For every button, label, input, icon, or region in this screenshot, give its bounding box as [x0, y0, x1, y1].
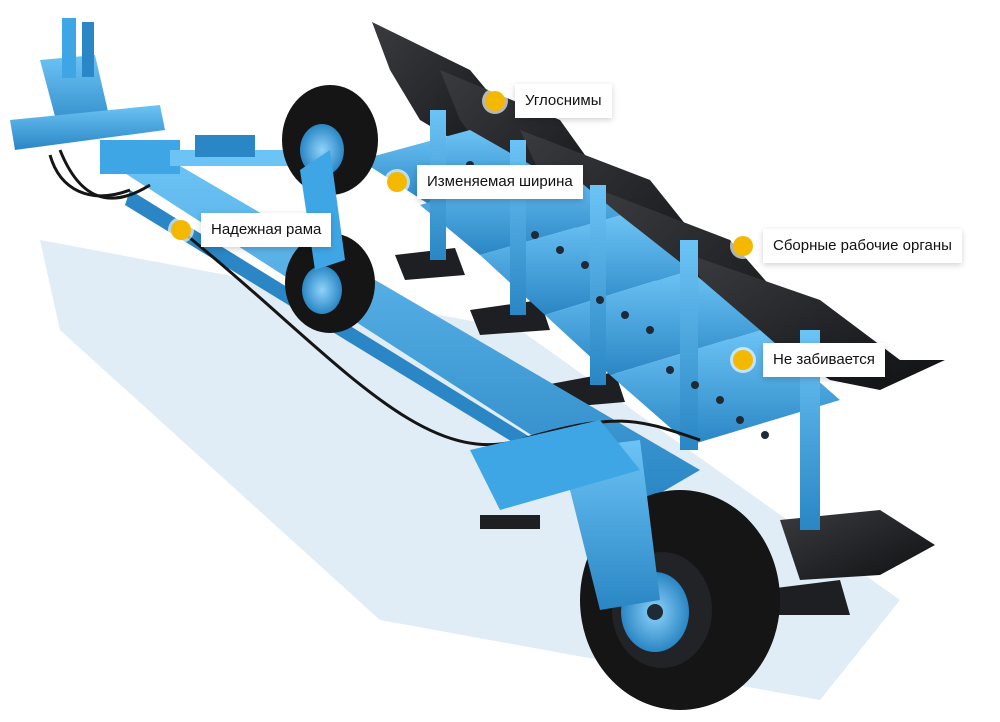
hotspot-label: Надежная рама — [201, 213, 332, 247]
hotspot-label: Углоснимы — [515, 84, 612, 118]
hotspot-marker-icon — [171, 220, 191, 240]
hotspot-no-clogging[interactable]: Не забивается — [733, 343, 885, 377]
hotspot-variable-width[interactable]: Изменяемая ширина — [387, 165, 583, 199]
headstock — [10, 18, 350, 200]
hotspot-corner-shovels[interactable]: Углоснимы — [485, 84, 612, 118]
hotspot-marker-icon — [485, 91, 505, 111]
hotspot-marker-icon — [733, 350, 753, 370]
hotspot-label: Сборные рабочие органы — [763, 229, 962, 263]
hotspot-modular-tools[interactable]: Сборные рабочие органы — [733, 229, 962, 263]
hotspot-marker-icon — [733, 236, 753, 256]
transport-wheel — [470, 420, 780, 710]
hotspot-label: Изменяемая ширина — [417, 165, 583, 199]
hydraulic-hose — [179, 228, 701, 447]
hotspot-label: Не забивается — [763, 343, 885, 377]
hotspot-reliable-frame[interactable]: Надежная рама — [171, 213, 332, 247]
depth-wheels — [282, 85, 378, 333]
hotspot-marker-icon — [387, 172, 407, 192]
